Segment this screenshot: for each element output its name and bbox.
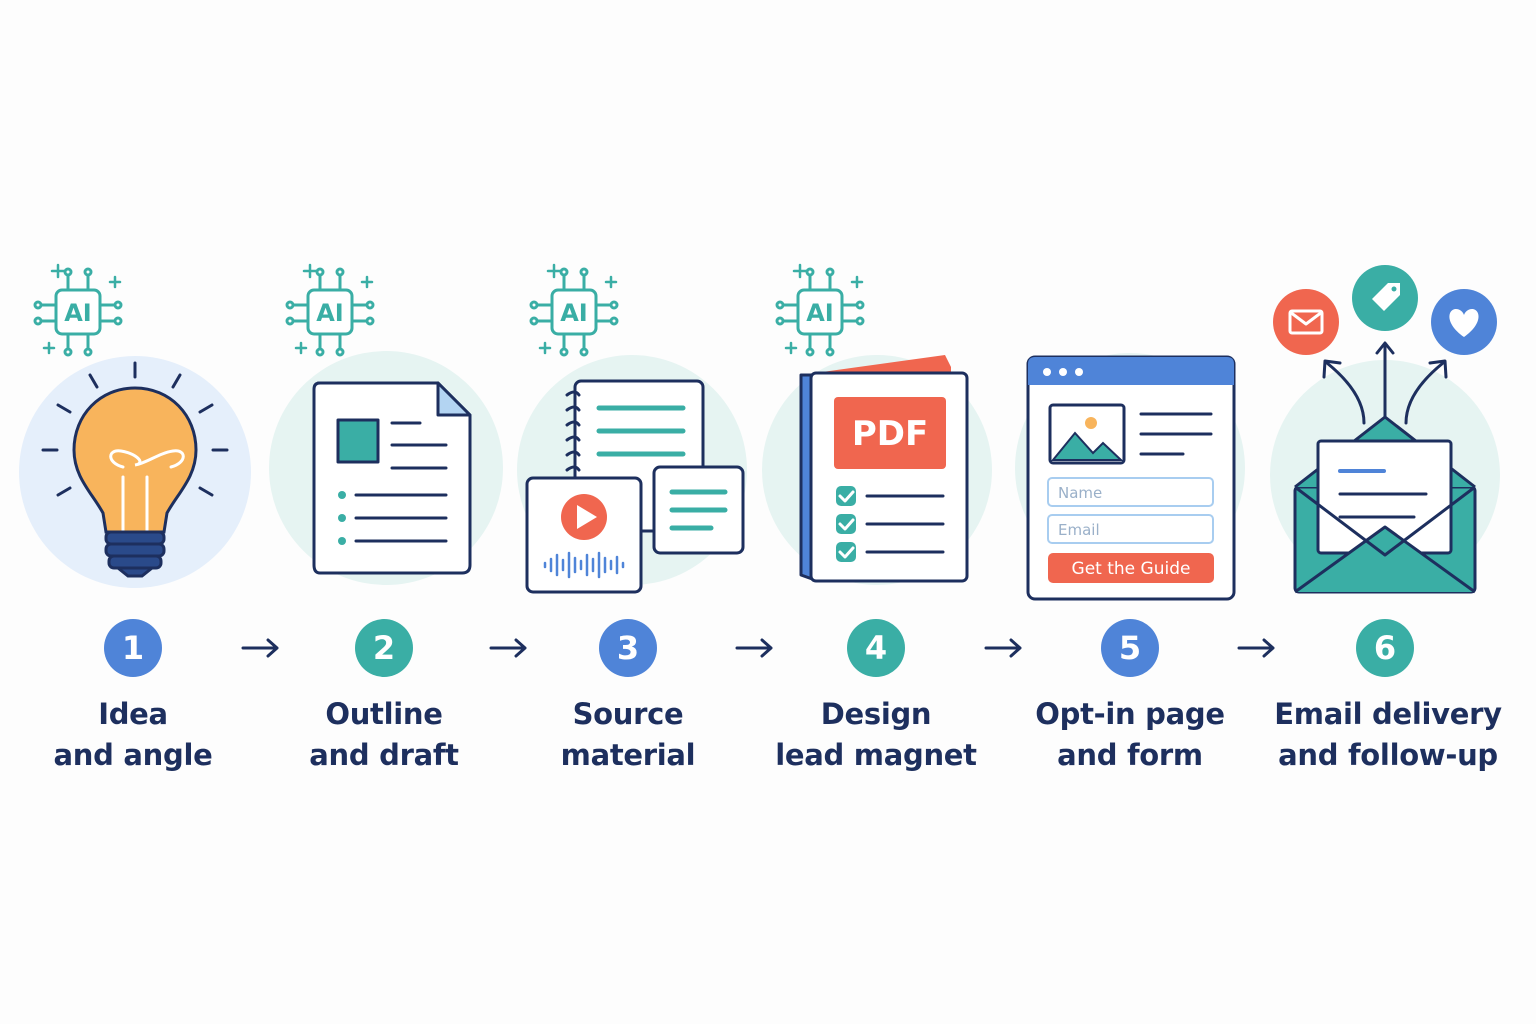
step-5-label-line-1: Opt-in page <box>1035 697 1225 731</box>
step-6-label: Email delivery and follow-up <box>1260 694 1516 776</box>
step-5-label-line-2: and form <box>1057 738 1203 772</box>
step-2-illustration: AI <box>269 263 503 585</box>
fanout-arrows-icon <box>1322 341 1448 425</box>
pdf-label: PDF <box>852 414 928 454</box>
step-4-label-line-1: Design <box>820 697 932 731</box>
step-3-number-badge: 3 <box>599 619 657 677</box>
step-1-label: Idea and angle <box>8 694 258 776</box>
step-4-label: Design lead magnet <box>751 694 1001 776</box>
email-placeholder: Email <box>1058 521 1100 539</box>
step-arrow-5 <box>1237 638 1275 658</box>
video-card-icon <box>525 476 643 594</box>
text-card-icon <box>652 465 745 555</box>
get-guide-button-label: Get the Guide <box>1072 559 1191 579</box>
step-2-label-line-1: Outline <box>325 697 443 731</box>
step-3-label: Source material <box>503 694 753 776</box>
ai-chip-icon <box>529 263 619 357</box>
lightbulb-icon <box>41 361 229 578</box>
mail-bubble-icon <box>1273 289 1339 355</box>
image-placeholder-icon <box>1048 403 1126 465</box>
step-5-illustration: Name Email Get the Guide <box>1015 353 1245 601</box>
ai-chip-icon <box>33 263 123 357</box>
step-5-label: Opt-in page and form <box>1005 694 1255 776</box>
step-arrow-3 <box>735 638 773 658</box>
envelope-icon <box>1293 415 1477 594</box>
step-3-label-line-2: material <box>560 738 696 772</box>
ai-chip-text: AI <box>316 299 344 327</box>
ai-chip-text: AI <box>806 299 834 327</box>
step-5-number-badge: 5 <box>1101 619 1159 677</box>
checkbox-icon <box>836 486 856 562</box>
tag-bubble-icon <box>1352 265 1418 331</box>
heart-bubble-icon <box>1431 289 1497 355</box>
ai-chip-icon <box>285 263 375 357</box>
step-2-number-badge: 2 <box>355 619 413 677</box>
email-input[interactable] <box>1047 514 1214 544</box>
step-arrow-2 <box>489 638 527 658</box>
ai-chip-text: AI <box>64 299 92 327</box>
get-guide-button[interactable] <box>1048 553 1214 583</box>
step-2-label: Outline and draft <box>259 694 509 776</box>
pdf-booklet-icon <box>799 355 969 583</box>
name-placeholder: Name <box>1058 484 1102 502</box>
step-arrow-4 <box>984 638 1022 658</box>
step-6-illustration <box>1270 265 1500 594</box>
ai-chip-icon <box>775 263 865 357</box>
step-1-number-badge: 1 <box>104 619 162 677</box>
step-4-illustration: AI PDF <box>762 263 992 585</box>
ai-chip-text: AI <box>560 299 588 327</box>
document-outline-icon <box>312 381 472 575</box>
step-4-number-badge: 4 <box>847 619 905 677</box>
step-2-label-line-2: and draft <box>309 738 459 772</box>
step-6-number-badge: 6 <box>1356 619 1414 677</box>
step-4-label-line-2: lead magnet <box>775 738 977 772</box>
step-arrow-1 <box>241 638 279 658</box>
step-3-label-line-1: Source <box>572 697 684 731</box>
step-3-illustration: AI <box>517 263 747 594</box>
step-1-label-line-1: Idea <box>98 697 168 731</box>
name-input[interactable] <box>1047 477 1214 507</box>
step-6-label-line-1: Email delivery <box>1274 697 1502 731</box>
step-1-label-line-2: and angle <box>53 738 213 772</box>
step-1-illustration: AI <box>19 263 251 588</box>
step-6-label-line-2: and follow-up <box>1278 738 1498 772</box>
optin-page-icon <box>1026 355 1236 601</box>
